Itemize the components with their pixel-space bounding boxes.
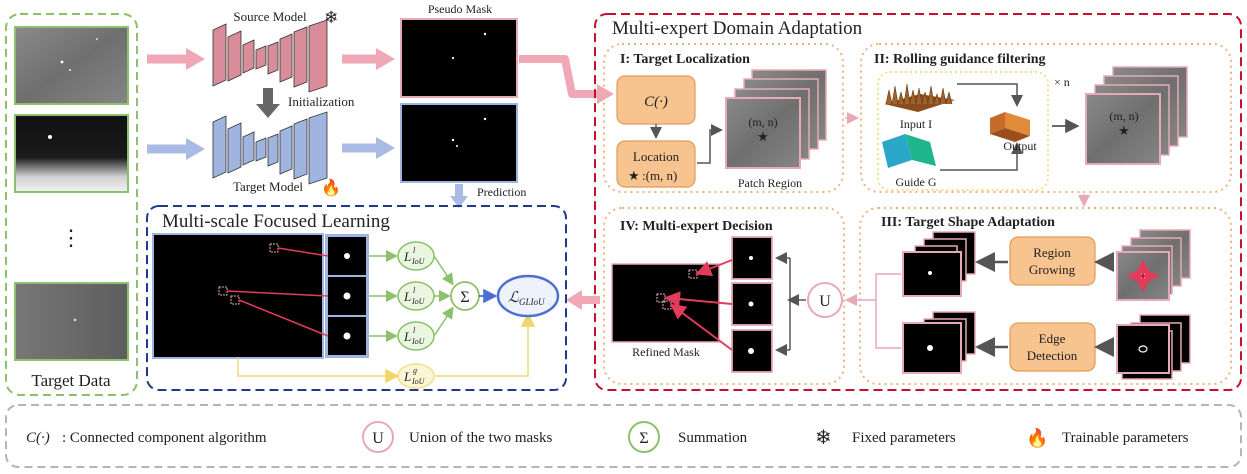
filtered-star-icon: ★ xyxy=(1118,123,1130,138)
mfl-content: L l IoU L l IoU L l IoU L g IoU Σ ℒ GLIo… xyxy=(152,233,560,389)
legend-frame xyxy=(5,404,1242,468)
guide-label: Guide G xyxy=(896,175,937,189)
target-data-column: ⋮ Target Data xyxy=(5,13,138,396)
to-pseudo-mask-arrow xyxy=(376,48,395,70)
panel-target-shape-adaptation: III: Target Shape Adaptation Region Grow… xyxy=(845,207,1232,385)
prediction-down-arrow xyxy=(450,196,468,208)
gliou-symbol: ℒ xyxy=(508,290,520,306)
times-n-label: × n xyxy=(1054,75,1070,89)
mfl-frame xyxy=(146,205,567,391)
loss-symbol-3: L xyxy=(403,329,411,344)
legend-trainable-text: Trainable parameters xyxy=(1062,430,1189,446)
loss-sup-2: l xyxy=(413,286,416,295)
star-icon: ★ xyxy=(628,168,640,183)
edge-detection-line2: Detection xyxy=(1027,348,1078,363)
refined-mask-label: Refined Mask xyxy=(632,345,700,359)
loss-symbol-1: L xyxy=(403,249,411,264)
to-mda-arrow xyxy=(519,55,598,98)
location-label: Location xyxy=(633,149,680,164)
target-image-3 xyxy=(14,282,129,361)
source-model: Source Model ❄ xyxy=(212,8,338,93)
loss-sub-g: IoU xyxy=(411,377,426,386)
input-label: Input I xyxy=(900,117,932,131)
target-image-2 xyxy=(14,114,129,193)
gliou-sub: GLIoU xyxy=(519,297,545,307)
legend-cc-text: : Connected component algorithm xyxy=(62,430,267,446)
target-model-label: Target Model xyxy=(233,179,303,194)
output-surface-icon xyxy=(990,112,1030,142)
panel4-title: IV: Multi-expert Decision xyxy=(620,219,773,234)
filter-loop-frame xyxy=(877,71,1049,191)
pseudo-mask-image xyxy=(400,18,518,98)
edge-detection-input xyxy=(1116,324,1170,374)
loss-sup-g: g xyxy=(413,366,417,375)
target-image-1 xyxy=(14,26,129,105)
initialization-label: Initialization xyxy=(288,94,355,109)
mda-title: Multi-expert Domain Adaptation xyxy=(612,18,863,39)
prediction-image xyxy=(400,103,518,183)
loss-symbol-2: L xyxy=(403,289,411,304)
snowflake-icon: ❄ xyxy=(324,8,338,27)
legend-union-icon xyxy=(362,421,394,453)
legend-snowflake-icon: ❄ xyxy=(815,427,832,449)
mda-frame xyxy=(594,13,1242,391)
to-mfl-arrow xyxy=(566,290,582,310)
legend-sum-symbol: Σ xyxy=(639,430,648,447)
panel-rolling-guidance: II: Rolling guidance filtering × n Input… xyxy=(860,43,1232,193)
panel-target-localization: I: Target Localization C(·) Location ★ :… xyxy=(603,43,844,193)
source-model-label: Source Model xyxy=(233,9,307,24)
loss-symbol-g: L xyxy=(403,369,411,384)
input-surface-icon xyxy=(884,83,955,112)
legend-sum-icon xyxy=(628,421,660,453)
legend-union-symbol: U xyxy=(372,430,384,447)
location-box xyxy=(616,140,696,188)
region-growing-line1: Region xyxy=(1033,245,1071,260)
patch-coord: (m, n) xyxy=(748,115,777,129)
more-images-dots: ⋮ xyxy=(60,225,82,250)
patch-region-image xyxy=(725,97,801,169)
patch-region-label: Patch Region xyxy=(738,176,802,190)
expert-mask-1 xyxy=(731,236,773,280)
loss-sub-3: IoU xyxy=(411,337,426,346)
location-coord: :(m, n) xyxy=(642,168,677,183)
to-prediction-arrow xyxy=(376,137,395,159)
gliou-loss xyxy=(496,274,560,318)
pseudo-mask-label: Pseudo Mask xyxy=(428,2,492,16)
growth-arrows-icon xyxy=(1126,259,1160,293)
cc-label: C(·) xyxy=(644,94,668,110)
union-label: U xyxy=(819,293,831,310)
loss-sup-1: l xyxy=(413,246,416,255)
loss-sup-3: l xyxy=(413,326,416,335)
guide-surface-icon xyxy=(882,134,936,168)
panel1-title: I: Target Localization xyxy=(620,52,750,67)
legend: C(·) : Connected component algorithm U U… xyxy=(5,404,1242,468)
region-mask-image xyxy=(902,251,962,297)
legend-cc-symbol: C(·) xyxy=(26,430,50,446)
loss-sub-2: IoU xyxy=(411,297,426,306)
filtered-coord: (m, n) xyxy=(1109,109,1138,123)
region-growing-line2: Growing xyxy=(1029,262,1076,277)
legend-union-text: Union of the two masks xyxy=(409,430,552,446)
filtered-patch-image xyxy=(1085,93,1161,165)
panel3-title: III: Target Shape Adaptation xyxy=(881,215,1055,230)
patch-star-icon: ★ xyxy=(757,129,769,144)
prediction-label: Prediction xyxy=(477,185,526,199)
target-data-label: Target Data xyxy=(31,371,111,390)
flame-icon: 🔥 xyxy=(321,178,341,197)
legend-fixed-text: Fixed parameters xyxy=(852,430,956,446)
target-model: Target Model 🔥 xyxy=(212,111,341,197)
legend-flame-icon: 🔥 xyxy=(1026,427,1048,448)
union-symbol xyxy=(807,282,843,318)
panel2-title: II: Rolling guidance filtering xyxy=(874,52,1046,67)
refined-mask-image xyxy=(611,263,720,343)
edge-detection-line1: Edge xyxy=(1039,331,1066,346)
panel-multi-expert-decision: IV: Multi-expert Decision U Refined Mask xyxy=(603,207,845,385)
output-label: Output xyxy=(1003,139,1037,153)
loss-sub-1: IoU xyxy=(411,257,426,266)
summation-label: Σ xyxy=(460,289,469,306)
target-data-frame xyxy=(5,13,138,396)
mfl-title: Multi-scale Focused Learning xyxy=(162,211,390,232)
legend-sum-text: Summation xyxy=(678,430,748,446)
